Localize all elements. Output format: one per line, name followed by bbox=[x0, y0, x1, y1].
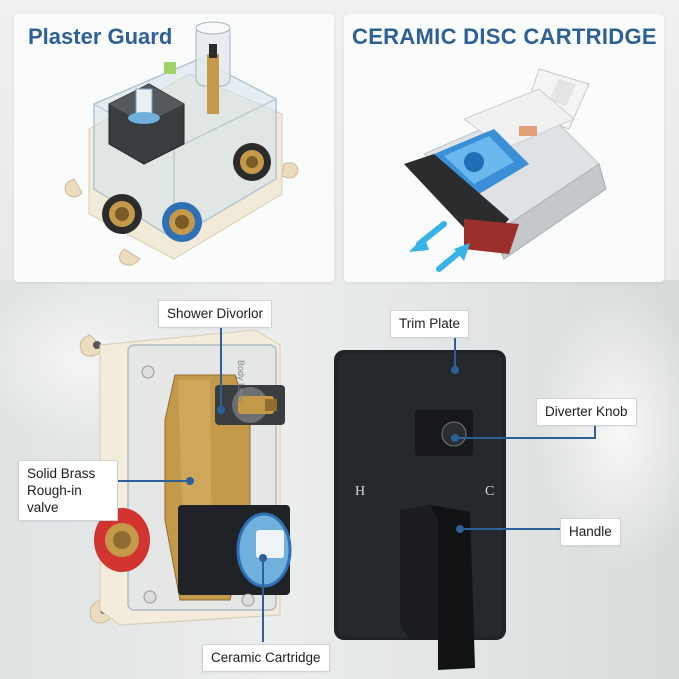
trim-plate-photo bbox=[334, 350, 506, 670]
trim-leader bbox=[454, 334, 456, 370]
hot-mark: H bbox=[355, 484, 366, 499]
knob-dot bbox=[451, 434, 459, 442]
ceramic-cartridge-label: Ceramic Cartridge bbox=[202, 644, 330, 672]
shower-divorlor-label: Shower Divorlor bbox=[158, 300, 273, 328]
cartridge-leader bbox=[262, 560, 264, 642]
divorlor-leader bbox=[220, 320, 222, 408]
cold-mark: C bbox=[485, 484, 495, 499]
valve-body-text: Body Less bbox=[236, 360, 246, 403]
diverter-knob-label: Diverter Knob bbox=[536, 398, 637, 426]
ceramic-disc-title: CERAMIC DISC CARTRIDGE bbox=[352, 24, 657, 49]
cartridge-dot bbox=[259, 554, 267, 562]
handle-label: Handle bbox=[560, 518, 621, 546]
handle-dot bbox=[456, 525, 464, 533]
plaster-guard-title: Plaster Guard bbox=[28, 24, 173, 49]
water-flow-arrow-icon bbox=[409, 221, 470, 272]
plaster-guard-photo bbox=[64, 21, 299, 266]
knob-leader-h bbox=[455, 437, 595, 439]
ceramic-cartridge-cutaway bbox=[404, 68, 607, 272]
handle-leader bbox=[460, 528, 560, 530]
brass-leader bbox=[110, 480, 188, 482]
knob-leader-v bbox=[594, 418, 596, 439]
solid-brass-label: Solid Brass Rough-in valve bbox=[18, 460, 118, 521]
brass-dot bbox=[186, 477, 194, 485]
trim-dot bbox=[451, 366, 459, 374]
trim-plate-label: Trim Plate bbox=[390, 310, 470, 338]
plaster-guard-panel: Plaster Guard bbox=[14, 14, 334, 282]
ceramic-disc-panel: CERAMIC DISC CARTRIDGE bbox=[344, 14, 664, 282]
divorlor-dot bbox=[217, 406, 225, 414]
